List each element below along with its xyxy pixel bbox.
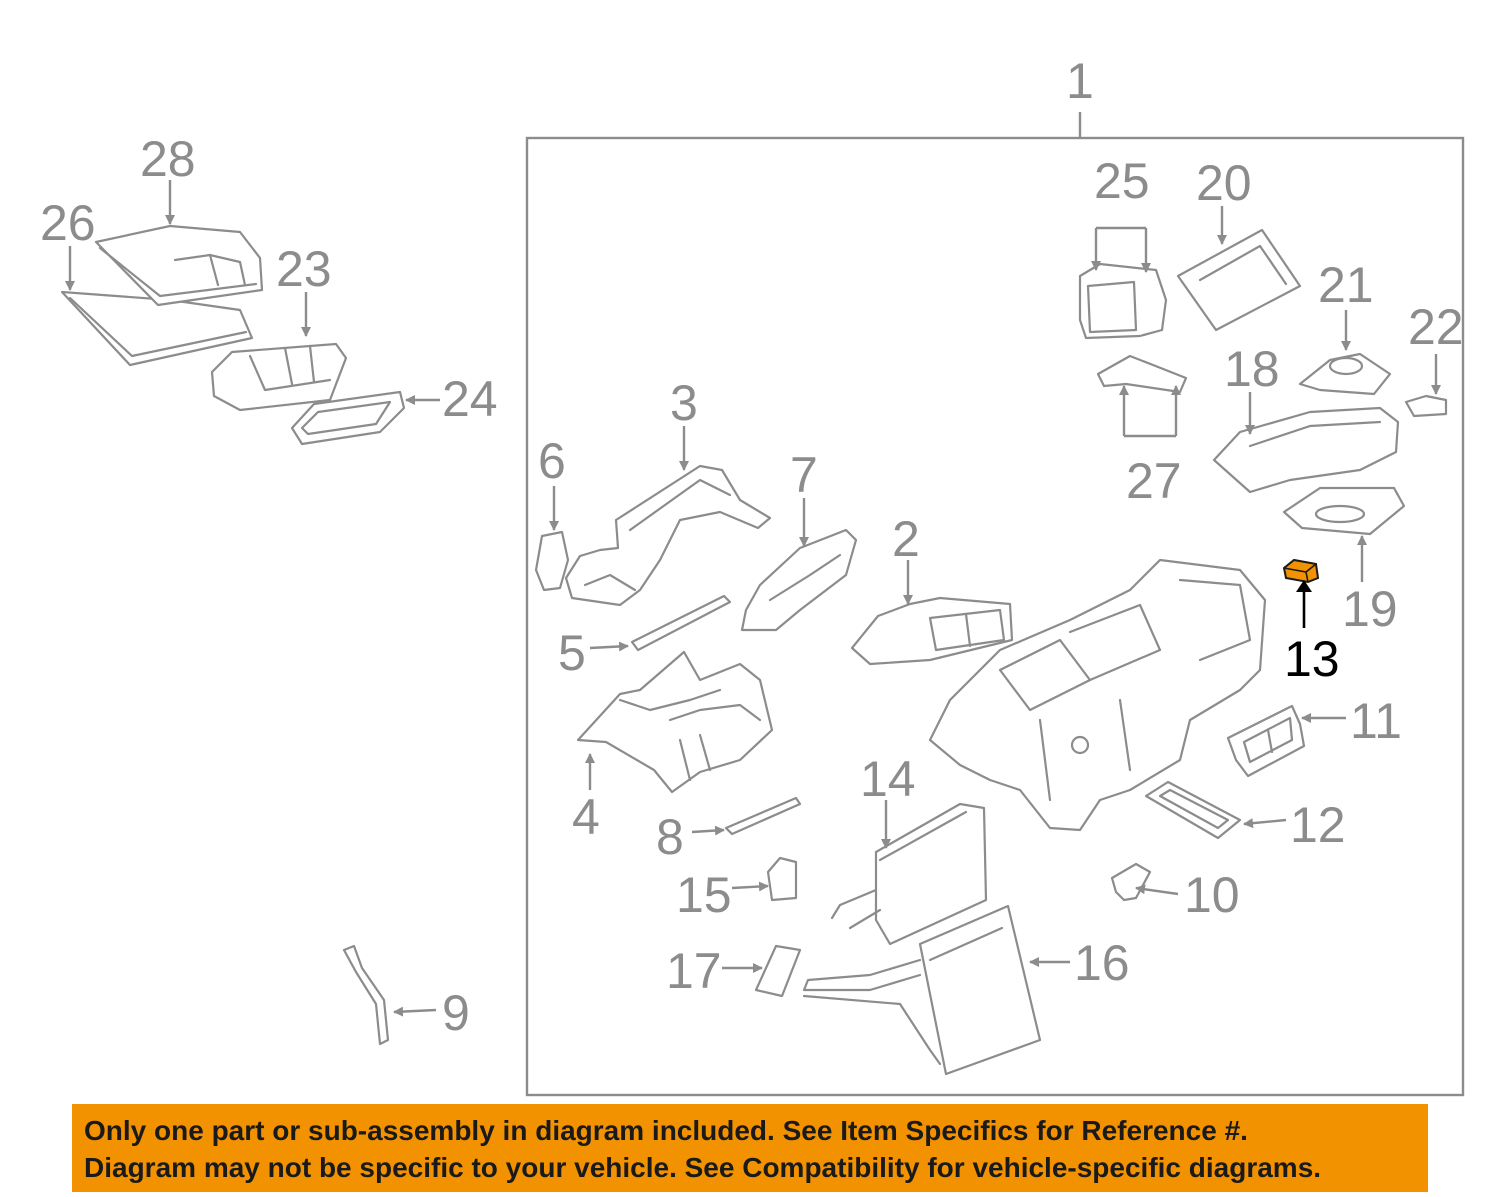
callout-4: 4	[572, 789, 600, 845]
part-3-drawing	[564, 464, 772, 607]
callout-21: 21	[1318, 257, 1374, 313]
callout-7: 7	[790, 447, 818, 503]
part-25-drawing	[1078, 262, 1168, 340]
part-18-drawing	[1212, 406, 1400, 494]
disclaimer-line-2: Diagram may not be specific to your vehi…	[84, 1152, 1322, 1183]
part-17-drawing	[754, 944, 802, 998]
leader-lines	[65, 180, 1441, 1017]
part-22-drawing	[1404, 394, 1448, 418]
disclaimer-line-1: Only one part or sub-assembly in diagram…	[84, 1115, 1248, 1146]
callout-24: 24	[442, 371, 498, 427]
callout-19: 19	[1342, 581, 1398, 637]
part-8-drawing	[724, 796, 802, 836]
callout-3: 3	[670, 375, 698, 431]
callout-12: 12	[1290, 797, 1346, 853]
callout-18: 18	[1224, 341, 1280, 397]
callout-15: 15	[676, 867, 732, 923]
callout-5: 5	[558, 625, 586, 681]
callout-23: 23	[276, 241, 332, 297]
part-21-drawing	[1298, 352, 1392, 396]
part-9-drawing	[342, 944, 390, 1046]
callout-14: 14	[860, 751, 916, 807]
part-23-drawing	[210, 342, 348, 412]
callout-27: 27	[1126, 453, 1182, 509]
part-5-drawing	[630, 594, 732, 652]
callout-8: 8	[656, 809, 684, 865]
callout-22: 22	[1408, 299, 1464, 355]
callout-17: 17	[666, 943, 722, 999]
part-2-drawing	[850, 596, 1014, 666]
callout-1: 1	[1066, 53, 1094, 109]
callout-11: 11	[1350, 693, 1402, 749]
callout-6: 6	[538, 433, 566, 489]
part-11-drawing	[1226, 704, 1306, 778]
part-16-drawing	[802, 904, 1042, 1076]
parts-diagram: 1 2 3 4 5 6 7 8 9 10 11 12 13 14 15 16 1…	[40, 53, 1465, 1097]
part-12-drawing	[1144, 780, 1242, 840]
part-14-drawing	[830, 802, 988, 946]
callout-2: 2	[892, 511, 920, 567]
callout-9: 9	[442, 985, 470, 1041]
part-15-drawing	[766, 856, 798, 902]
part-20-drawing	[1176, 228, 1302, 332]
callout-13: 13	[1284, 631, 1340, 687]
callout-20: 20	[1196, 155, 1252, 211]
part-27-drawing	[1096, 354, 1188, 394]
main-hvac-case-drawing	[928, 558, 1267, 832]
part-6-drawing	[534, 530, 570, 592]
disclaimer-banner: Only one part or sub-assembly in diagram…	[72, 1104, 1428, 1192]
part-28-drawing	[94, 224, 264, 307]
part-13-highlighted-drawing	[1282, 558, 1320, 584]
part-10-drawing	[1110, 862, 1152, 902]
callout-25: 25	[1094, 153, 1150, 209]
part-7-drawing	[740, 528, 858, 632]
assembly-frame	[525, 136, 1465, 1097]
callout-labels: 1 2 3 4 5 6 7 8 9 10 11 12 13 14 15 16 1…	[40, 53, 1464, 1041]
callout-26: 26	[40, 195, 96, 251]
part-24-drawing	[290, 390, 406, 446]
callout-16: 16	[1074, 935, 1130, 991]
callout-28: 28	[140, 131, 196, 187]
callout-10: 10	[1184, 867, 1240, 923]
part-19-drawing	[1282, 486, 1406, 536]
part-4-drawing	[576, 650, 774, 794]
